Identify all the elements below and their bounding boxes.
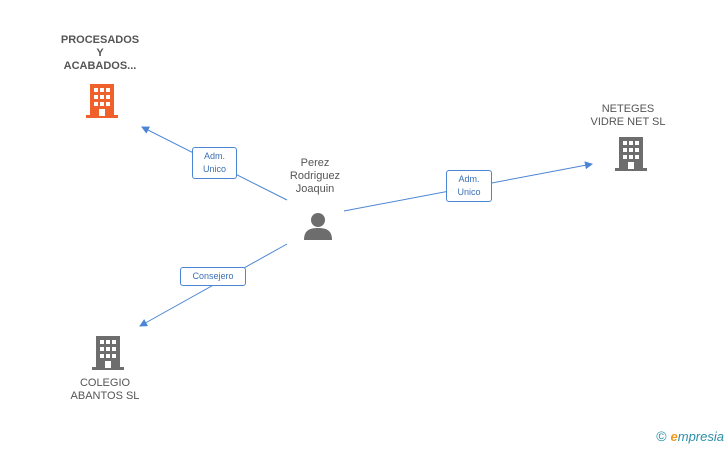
edge-label-adm-unico[interactable]: Adm. Unico xyxy=(446,170,492,202)
company-label-colegio[interactable]: COLEGIO ABANTOS SL xyxy=(70,377,140,402)
person-icon[interactable] xyxy=(303,211,333,241)
copyright-symbol: © xyxy=(656,428,667,444)
brand-rest: mpresia xyxy=(677,429,724,444)
building-icon[interactable] xyxy=(86,84,118,118)
building-icon[interactable] xyxy=(92,336,124,370)
person-name-label[interactable]: Perez Rodriguez Joaquin xyxy=(289,157,341,195)
company-label-procesados[interactable]: PROCESADOS Y ACABADOS... xyxy=(60,34,140,72)
empresia-brand[interactable]: ©empresia xyxy=(656,428,724,444)
brand-first-letter: e xyxy=(670,429,678,444)
building-icon[interactable] xyxy=(615,137,647,171)
edge-label-consejero[interactable]: Consejero xyxy=(180,267,246,286)
edge-label-adm-unico[interactable]: Adm. Unico xyxy=(192,147,237,179)
company-label-neteges[interactable]: NETEGES VIDRE NET SL xyxy=(590,103,666,128)
